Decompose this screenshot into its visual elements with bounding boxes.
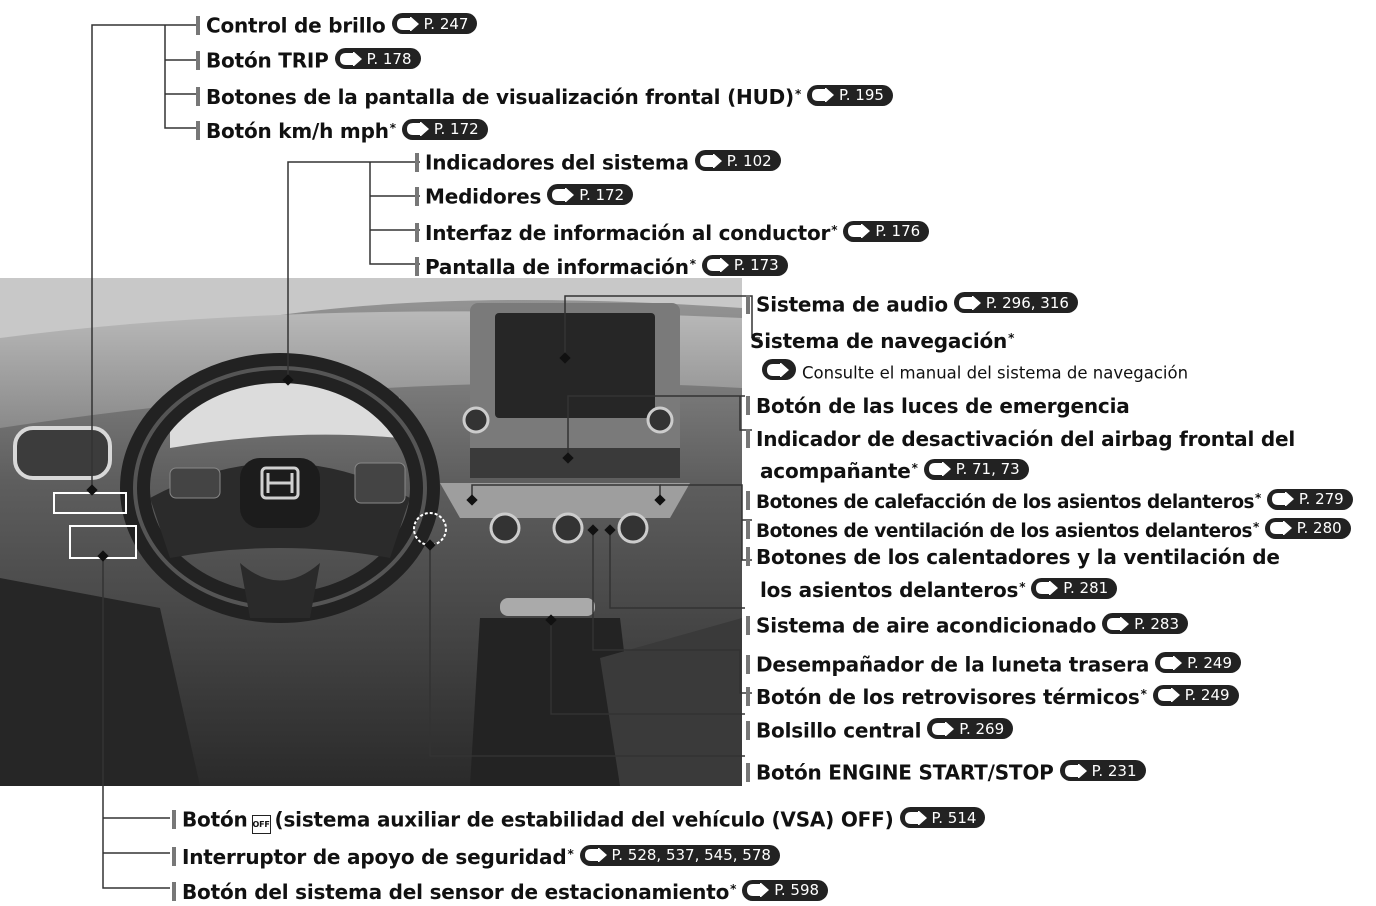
- label-sensor: Botón del sistema del sensor de estacion…: [172, 877, 829, 904]
- arrow-right-icon: [406, 122, 429, 136]
- label-hud: Botones de la pantalla de visualización …: [196, 82, 893, 109]
- vsa-off-icon: OFF: [251, 814, 271, 834]
- page-ref-badge[interactable]: P. 528, 537, 545, 578: [579, 844, 780, 866]
- label-retrovisores: Botón de los retrovisores térmicos*P. 24…: [746, 682, 1239, 709]
- arrow-right-icon: [1160, 655, 1183, 670]
- page-ref-badge[interactable]: P. 269: [927, 718, 1014, 739]
- arrow-right-icon: [812, 88, 835, 102]
- page-ref-badge[interactable]: P. 283: [1102, 613, 1189, 634]
- arrow-right-icon: [932, 721, 955, 736]
- honda-logo-icon: [260, 466, 300, 500]
- page-ref-badge[interactable]: P. 279: [1266, 488, 1353, 510]
- label-interfaz: Interfaz de información al conductor*P. …: [415, 218, 930, 245]
- label-emergencia: Botón de las luces de emergencia: [746, 394, 1130, 418]
- arrow-right-icon: [928, 462, 951, 476]
- nav-ref-badge: [762, 359, 796, 380]
- label-navegacion: Sistema de navegación*: [750, 329, 1015, 353]
- label-calefaccion: Botones de calefacción de los asientos d…: [746, 486, 1353, 515]
- arrow-right-icon: [767, 362, 789, 377]
- arrow-right-icon: [1271, 492, 1294, 506]
- arrow-right-icon: [958, 295, 981, 310]
- label-calentadores-cont: los asientos delanteros*P. 281: [760, 575, 1118, 602]
- arrow-right-icon: [747, 883, 770, 897]
- page-ref-badge[interactable]: P. 231: [1059, 760, 1146, 781]
- page-ref-badge[interactable]: P. 176: [843, 220, 930, 242]
- page-ref-badge[interactable]: P. 247: [391, 13, 478, 34]
- page-ref-badge[interactable]: P. 172: [547, 184, 634, 205]
- audio-screen: [495, 313, 655, 418]
- page-ref-badge[interactable]: P. 280: [1264, 517, 1351, 539]
- arrow-right-icon: [1036, 581, 1059, 595]
- arrow-right-icon: [904, 810, 927, 825]
- arrow-right-icon: [1064, 763, 1087, 778]
- label-ventilacion: Botones de ventilación de los asientos d…: [746, 515, 1351, 544]
- arrow-right-icon: [339, 51, 362, 66]
- engine-button-callout: [413, 512, 447, 546]
- arrow-right-icon: [706, 258, 729, 272]
- arrow-right-icon: [1269, 521, 1292, 535]
- page-ref-badge[interactable]: P. 172: [401, 118, 488, 140]
- page-ref-badge[interactable]: P. 178: [334, 48, 421, 69]
- label-seguridad: Interruptor de apoyo de seguridad*P. 528…: [172, 842, 780, 869]
- page-ref-badge[interactable]: P. 598: [742, 879, 829, 901]
- label-calentadores: Botones de los calentadores y la ventila…: [746, 545, 1280, 569]
- page-ref-badge[interactable]: P. 71, 73: [923, 458, 1029, 480]
- label-airbag: Indicador de desactivación del airbag fr…: [746, 427, 1295, 451]
- arrow-right-icon: [584, 848, 607, 862]
- page-ref-badge[interactable]: P. 173: [701, 254, 788, 276]
- arrow-right-icon: [396, 16, 419, 31]
- arrow-right-icon: [1107, 616, 1130, 631]
- nav-note: Consulte el manual del sistema de navega…: [762, 359, 1188, 385]
- arrow-right-icon: [552, 187, 575, 202]
- page-ref-badge[interactable]: P. 195: [807, 84, 893, 106]
- arrow-right-icon: [1157, 688, 1180, 702]
- page-ref-badge[interactable]: P. 296, 316: [953, 292, 1078, 313]
- arrow-right-icon: [848, 224, 871, 238]
- label-kmh: Botón km/h mph*P. 172: [196, 116, 488, 143]
- page-ref-badge[interactable]: P. 102: [694, 150, 781, 171]
- label-airbag-cont: acompañante*P. 71, 73: [760, 456, 1029, 483]
- page-ref-badge[interactable]: P. 249: [1155, 652, 1242, 673]
- page-ref-badge[interactable]: P. 249: [1152, 684, 1239, 706]
- arrow-right-icon: [699, 153, 722, 168]
- page-ref-badge[interactable]: P. 514: [899, 807, 986, 828]
- dashboard-photo: [0, 278, 742, 786]
- page-ref-badge[interactable]: P. 281: [1031, 577, 1118, 599]
- label-pantalla: Pantalla de información*P. 173: [415, 252, 788, 279]
